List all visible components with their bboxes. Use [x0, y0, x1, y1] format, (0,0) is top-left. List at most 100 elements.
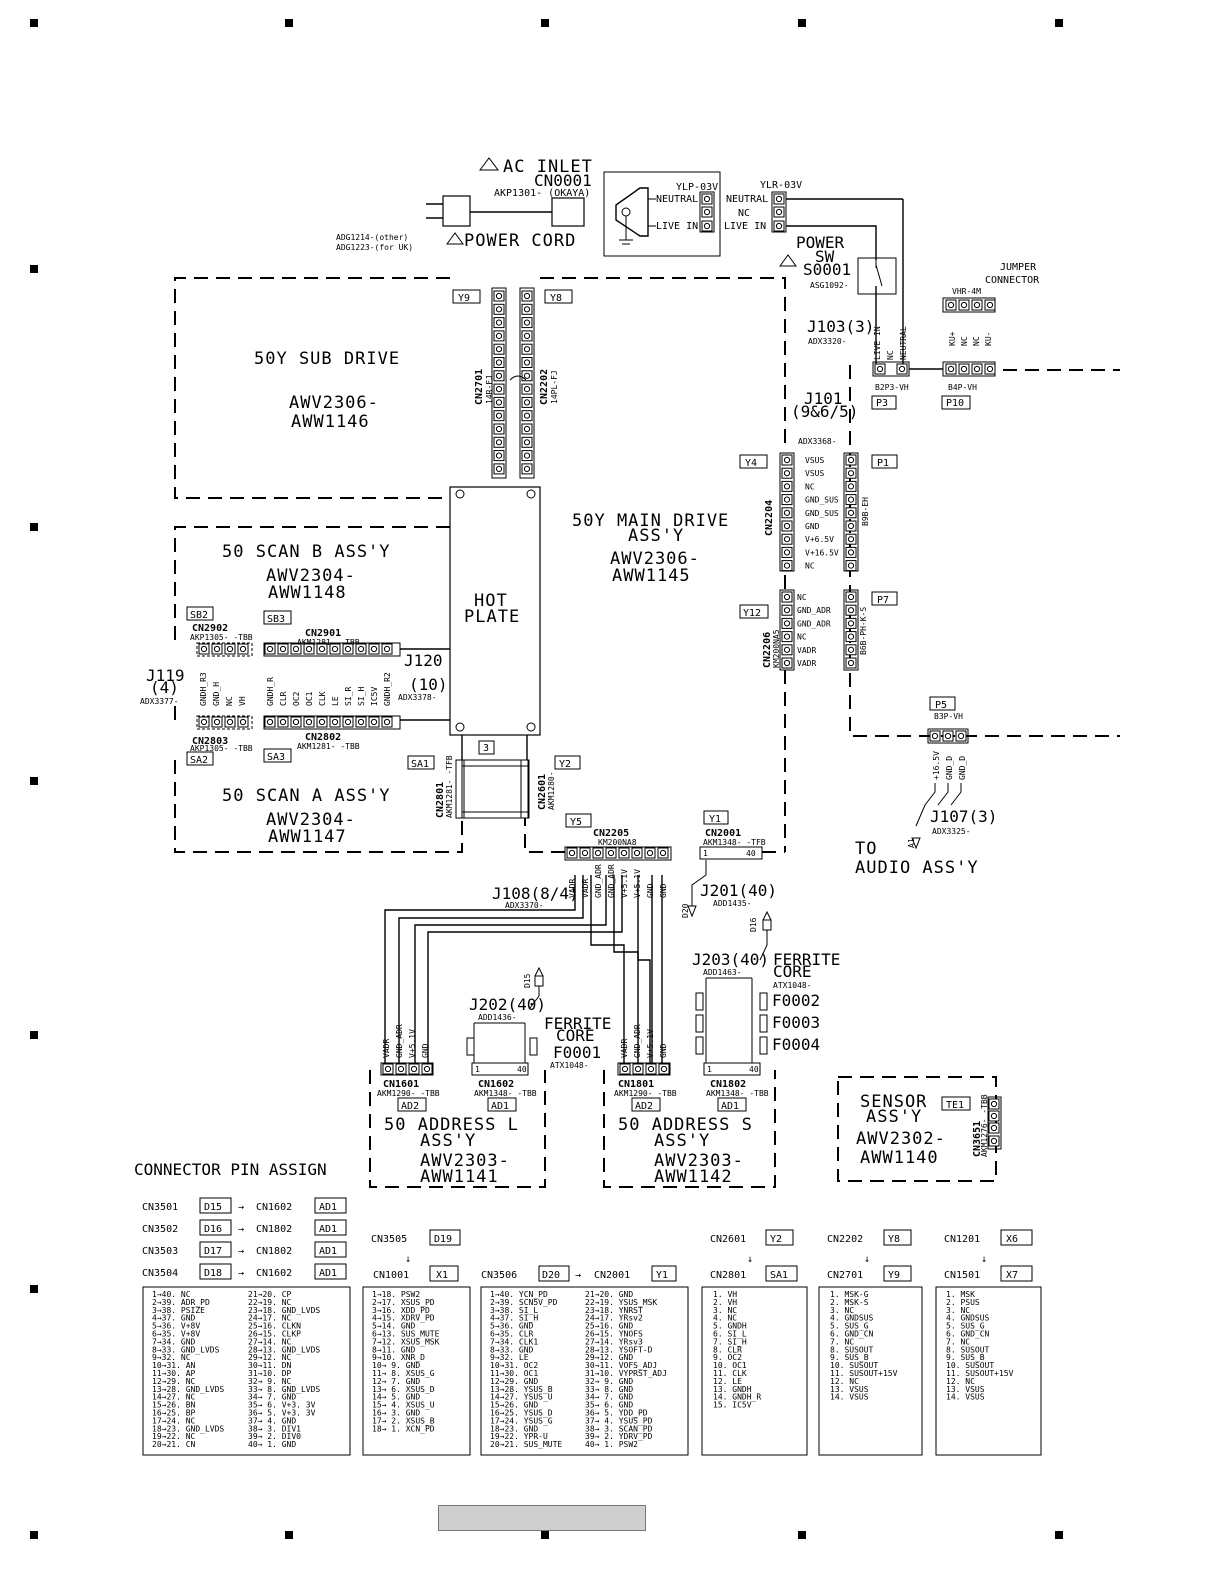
svg-text:NC: NC	[972, 336, 981, 346]
j120-pin-label: CLK	[318, 691, 327, 706]
pin-row: 14→27. YSUS_U	[490, 1393, 553, 1402]
svg-text:↓: ↓	[747, 1254, 753, 1265]
svg-text:ASS'Y: ASS'Y	[420, 1131, 476, 1151]
pin-row: 12→29. NC	[152, 1377, 196, 1386]
svg-text:X7: X7	[1006, 1270, 1018, 1281]
svg-text:A1: A1	[907, 838, 916, 848]
svg-text:NC: NC	[738, 208, 750, 219]
pin-row: 10. SUSOUT	[830, 1361, 878, 1370]
pin-assign-title: CONNECTOR PIN ASSIGN	[134, 1160, 327, 1179]
svg-text:B9B-EH: B9B-EH	[861, 497, 870, 526]
pin-row: 9→10. XNR_D	[372, 1353, 425, 1362]
pin-row: 2. MSK-S	[830, 1298, 869, 1307]
svg-text:CN2801: CN2801	[435, 782, 446, 818]
svg-text:AWW1141: AWW1141	[420, 1167, 499, 1187]
svg-text:ADX3320-: ADX3320-	[808, 337, 847, 346]
svg-text:TE1: TE1	[946, 1100, 964, 1111]
pin-row: 21→20. CP	[248, 1290, 292, 1299]
svg-text:ADD1435-: ADD1435-	[713, 899, 752, 908]
svg-text:AD1: AD1	[721, 1101, 739, 1112]
cn2204-pin-label: NC	[805, 482, 815, 491]
svg-text:NEUTRAL: NEUTRAL	[899, 326, 908, 360]
svg-text:F0001: F0001	[553, 1043, 601, 1062]
pin-row: 1. VH	[713, 1290, 737, 1299]
svg-text:ADX3325-: ADX3325-	[932, 827, 971, 836]
svg-text:CN2701: CN2701	[827, 1270, 863, 1281]
svg-text:AWW1142: AWW1142	[654, 1167, 733, 1187]
pin-row: 4→37. SI_H	[490, 1314, 538, 1323]
pin-row: 11. SUSOUT+15V	[830, 1369, 898, 1378]
pin-row: 24→17. NC	[248, 1314, 292, 1323]
pin-row: 8. SUSOUT	[946, 1345, 990, 1354]
j120-pin-label: SI_R	[344, 687, 353, 706]
cn2206-pin-label: VADR	[797, 646, 816, 655]
svg-text:ATX1048-: ATX1048-	[550, 1061, 589, 1070]
svg-text:NEUTRAL: NEUTRAL	[726, 194, 768, 205]
svg-text:CONNECTOR: CONNECTOR	[985, 275, 1040, 286]
scan-b-title: 50 SCAN B ASS'Y	[222, 542, 391, 562]
pin-row: 6. SI_L	[713, 1330, 747, 1339]
svg-text:CN2601: CN2601	[710, 1234, 746, 1245]
svg-text:CN1802: CN1802	[710, 1079, 746, 1090]
cn2204-pin-label: VSUS	[805, 469, 824, 478]
pin-row: 8→33. GND	[490, 1345, 534, 1354]
assign-source-tag: D17	[204, 1246, 222, 1257]
j120-pin-label: OC2	[292, 691, 301, 706]
svg-text:CN2901: CN2901	[305, 628, 341, 639]
svg-text:CN2001: CN2001	[594, 1270, 630, 1281]
address-l-title: 50 ADDRESS L	[384, 1115, 519, 1135]
svg-text:AKM1290- -TBB: AKM1290- -TBB	[377, 1089, 440, 1098]
svg-text:AKM1290- -TBB: AKM1290- -TBB	[614, 1089, 677, 1098]
svg-text:X6: X6	[1006, 1234, 1018, 1245]
pin-row: 7. SI_H	[713, 1337, 747, 1346]
pin-row: 30→11. VOFS_ADJ	[585, 1361, 657, 1370]
svg-text:AWV2304-: AWV2304-	[266, 810, 356, 830]
pin-row: 4. NC	[713, 1314, 737, 1323]
pin-row: 19→22. YPR-U	[490, 1432, 548, 1441]
svg-text:AD2: AD2	[401, 1101, 419, 1112]
pin-row: 33→ 8. GND	[585, 1385, 633, 1394]
pin-row: 27→14. YRsv3	[585, 1337, 643, 1346]
pin-row: 39→ 2. DIV0	[248, 1432, 301, 1441]
pin-row: 17→24. YSUS_G	[490, 1416, 553, 1425]
hot-plate: HOT PLATE 3	[400, 486, 541, 819]
pin-row: 11. CLK	[713, 1369, 747, 1378]
svg-text:ADX3368-: ADX3368-	[798, 437, 837, 446]
svg-text:CN2202: CN2202	[539, 369, 550, 405]
cn2205-pin-label: VADR	[581, 879, 590, 898]
assign-source: CN3502	[142, 1224, 178, 1235]
pin-row: 1→40. NC	[152, 1290, 191, 1299]
board-labels: 50Y SUB DRIVE AWV2306- AWW1146 50Y MAIN …	[222, 349, 978, 1187]
pin-row: 26→15. CLKP	[248, 1330, 301, 1339]
pin-row: 7. NC	[830, 1337, 854, 1346]
pin-row: 31→10. DP	[248, 1369, 292, 1378]
pin-row: 40→ 1. PSW2	[585, 1440, 638, 1449]
j120-pin-label: GNDH_R2	[383, 672, 392, 706]
svg-text:J108(8/4): J108(8/4)	[492, 884, 579, 903]
svg-text:CN2803: CN2803	[192, 736, 228, 747]
pin-row: 16→25. YSUS_D	[490, 1409, 553, 1418]
j119-pin-label: GND_H	[212, 682, 221, 706]
svg-text:J120: J120	[404, 651, 443, 670]
svg-text:Y2: Y2	[770, 1234, 782, 1245]
pin-row: 31→10. VYPRST_ADJ	[585, 1369, 667, 1378]
pin-row: 3. NC	[946, 1306, 970, 1315]
audio-label: TO	[855, 839, 877, 859]
svg-text:D16: D16	[749, 917, 758, 932]
sub-drive-title: 50Y SUB DRIVE	[254, 349, 400, 369]
pin-row: 5. GNDH	[713, 1322, 747, 1331]
pin-row: 13→28. GND_LVDS	[152, 1385, 224, 1394]
svg-text:AWW1140: AWW1140	[860, 1148, 939, 1168]
svg-text:ADG1223-(for UK): ADG1223-(for UK)	[336, 243, 413, 252]
svg-text:Y8: Y8	[550, 293, 562, 304]
pin-row: 1. MSK-G	[830, 1290, 869, 1299]
pin-row: 18→23. GND	[490, 1424, 538, 1433]
svg-text:ADX3370-: ADX3370-	[505, 901, 544, 910]
pin-row: 12. LE	[713, 1377, 742, 1386]
svg-text:D15: D15	[523, 973, 532, 988]
assign-target: CN1802	[256, 1246, 292, 1257]
cn2206-pin-label: GND_ADR	[797, 619, 831, 628]
svg-text:AWV2303-: AWV2303-	[654, 1151, 744, 1171]
pin-row: 36→ 5. V+3. 3V	[248, 1409, 316, 1418]
